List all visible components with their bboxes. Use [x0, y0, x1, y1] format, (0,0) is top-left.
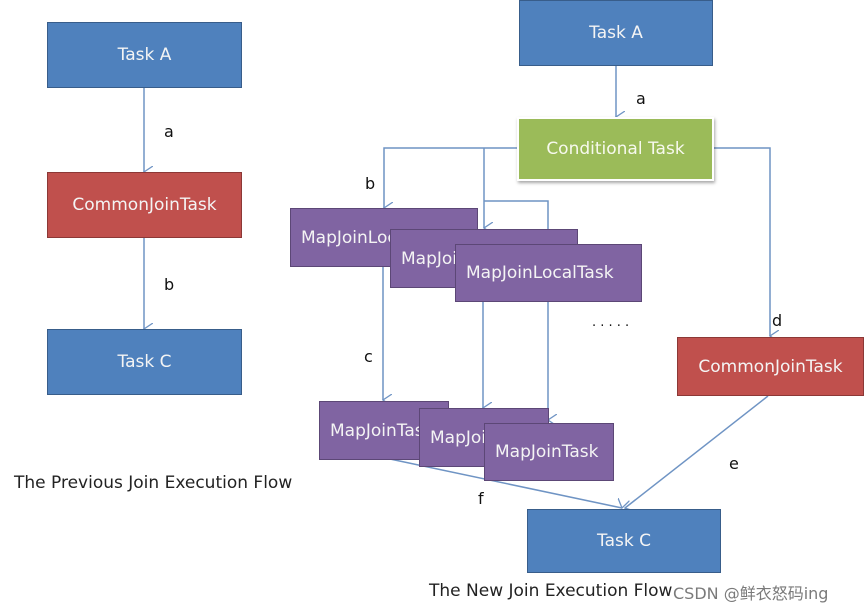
edge-right-d — [713, 147, 770, 336]
right-task-a-node: Task A — [519, 0, 713, 66]
edge-right-e — [625, 395, 769, 508]
mapjoin-local-task-label-3: MapJoinLocalTask — [466, 263, 614, 283]
right-common-join-label: CommonJoinTask — [698, 356, 843, 377]
left-edge-label-a: a — [164, 122, 174, 141]
left-task-a-label: Task A — [117, 45, 172, 65]
edge-right-b1 — [384, 147, 519, 208]
mapjoin-local-task-node-3: MapJoinLocalTask — [455, 244, 642, 302]
left-task-c-node: Task C — [47, 329, 242, 395]
right-edge-label-f: f — [478, 489, 484, 508]
mapjoin-task-node-3: MapJoinTask — [484, 423, 614, 481]
right-edge-label-c: c — [364, 347, 373, 366]
right-task-a-label: Task A — [589, 23, 643, 43]
right-common-join-node: CommonJoinTask — [677, 337, 864, 396]
mapjoin-task-label-1: MapJoinTask — [330, 420, 434, 441]
right-flow-caption: The New Join Execution Flow — [429, 581, 673, 601]
right-task-c-node: Task C — [527, 509, 721, 573]
right-edge-label-e: e — [729, 454, 739, 473]
right-edge-label-b: b — [365, 174, 376, 193]
more-tasks-ellipsis: · · · · · — [592, 319, 630, 334]
conditional-task-label: Conditional Task — [546, 139, 685, 159]
conditional-task-node: Conditional Task — [517, 117, 714, 181]
left-common-join-label: CommonJoinTask — [72, 195, 217, 215]
left-common-join-node: CommonJoinTask — [47, 172, 242, 238]
left-flow-caption: The Previous Join Execution Flow — [14, 473, 293, 493]
right-task-c-label: Task C — [597, 531, 651, 551]
right-edge-label-d: d — [772, 311, 783, 330]
mapjoin-task-label-3: MapJoinTask — [495, 442, 599, 462]
watermark: CSDN @鲜衣怒码ing — [673, 584, 829, 603]
edge-right-f — [389, 458, 622, 508]
left-task-a-node: Task A — [47, 22, 242, 88]
left-task-c-label: Task C — [117, 352, 172, 372]
left-edge-label-b: b — [164, 275, 175, 294]
right-edge-label-a: a — [636, 89, 646, 108]
